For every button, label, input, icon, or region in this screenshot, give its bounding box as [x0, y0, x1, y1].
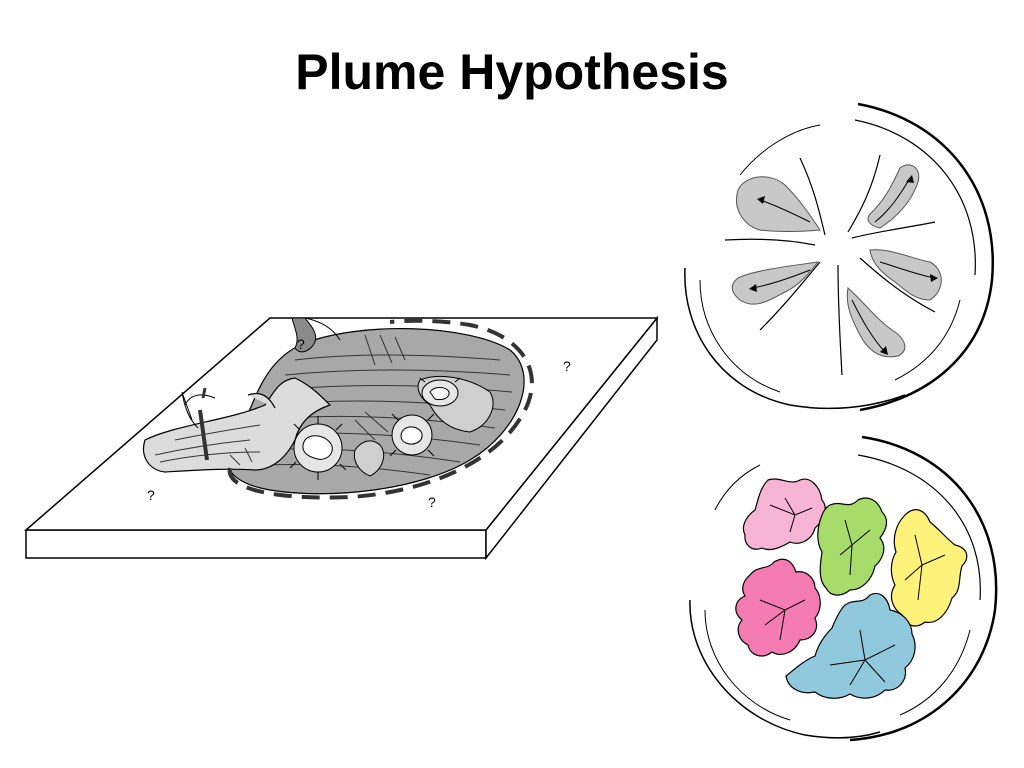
question-mark-bottom: ? — [428, 494, 436, 510]
inner-lobe-mid — [353, 440, 385, 477]
plate-blue — [785, 592, 916, 699]
plume-head-1 — [289, 416, 347, 480]
plate-yellow — [890, 509, 968, 627]
slab-front-face — [25, 529, 487, 559]
platform-diagram: ? ? ? ? — [23, 315, 659, 561]
dashed-boundary — [227, 318, 534, 500]
left-bar — [198, 409, 209, 461]
globe-colored-plumes — [689, 435, 998, 742]
gray-wedge-1 — [736, 176, 821, 232]
gray-wedge-3 — [869, 249, 942, 301]
globe-gray-plumes — [684, 102, 995, 412]
question-mark-upper: ? — [297, 336, 305, 352]
gray-wedge-2 — [867, 164, 920, 229]
question-mark-right: ? — [563, 358, 571, 374]
plume-head-3 — [419, 377, 461, 407]
question-mark-left: ? — [147, 487, 155, 503]
gray-wedge-4 — [731, 261, 820, 305]
plume-head-2 — [389, 413, 435, 457]
gray-wedge-5 — [846, 287, 906, 358]
plate-pink-light — [742, 478, 826, 551]
upper-tail — [291, 317, 317, 353]
slide-title: Plume Hypothesis — [295, 44, 729, 100]
